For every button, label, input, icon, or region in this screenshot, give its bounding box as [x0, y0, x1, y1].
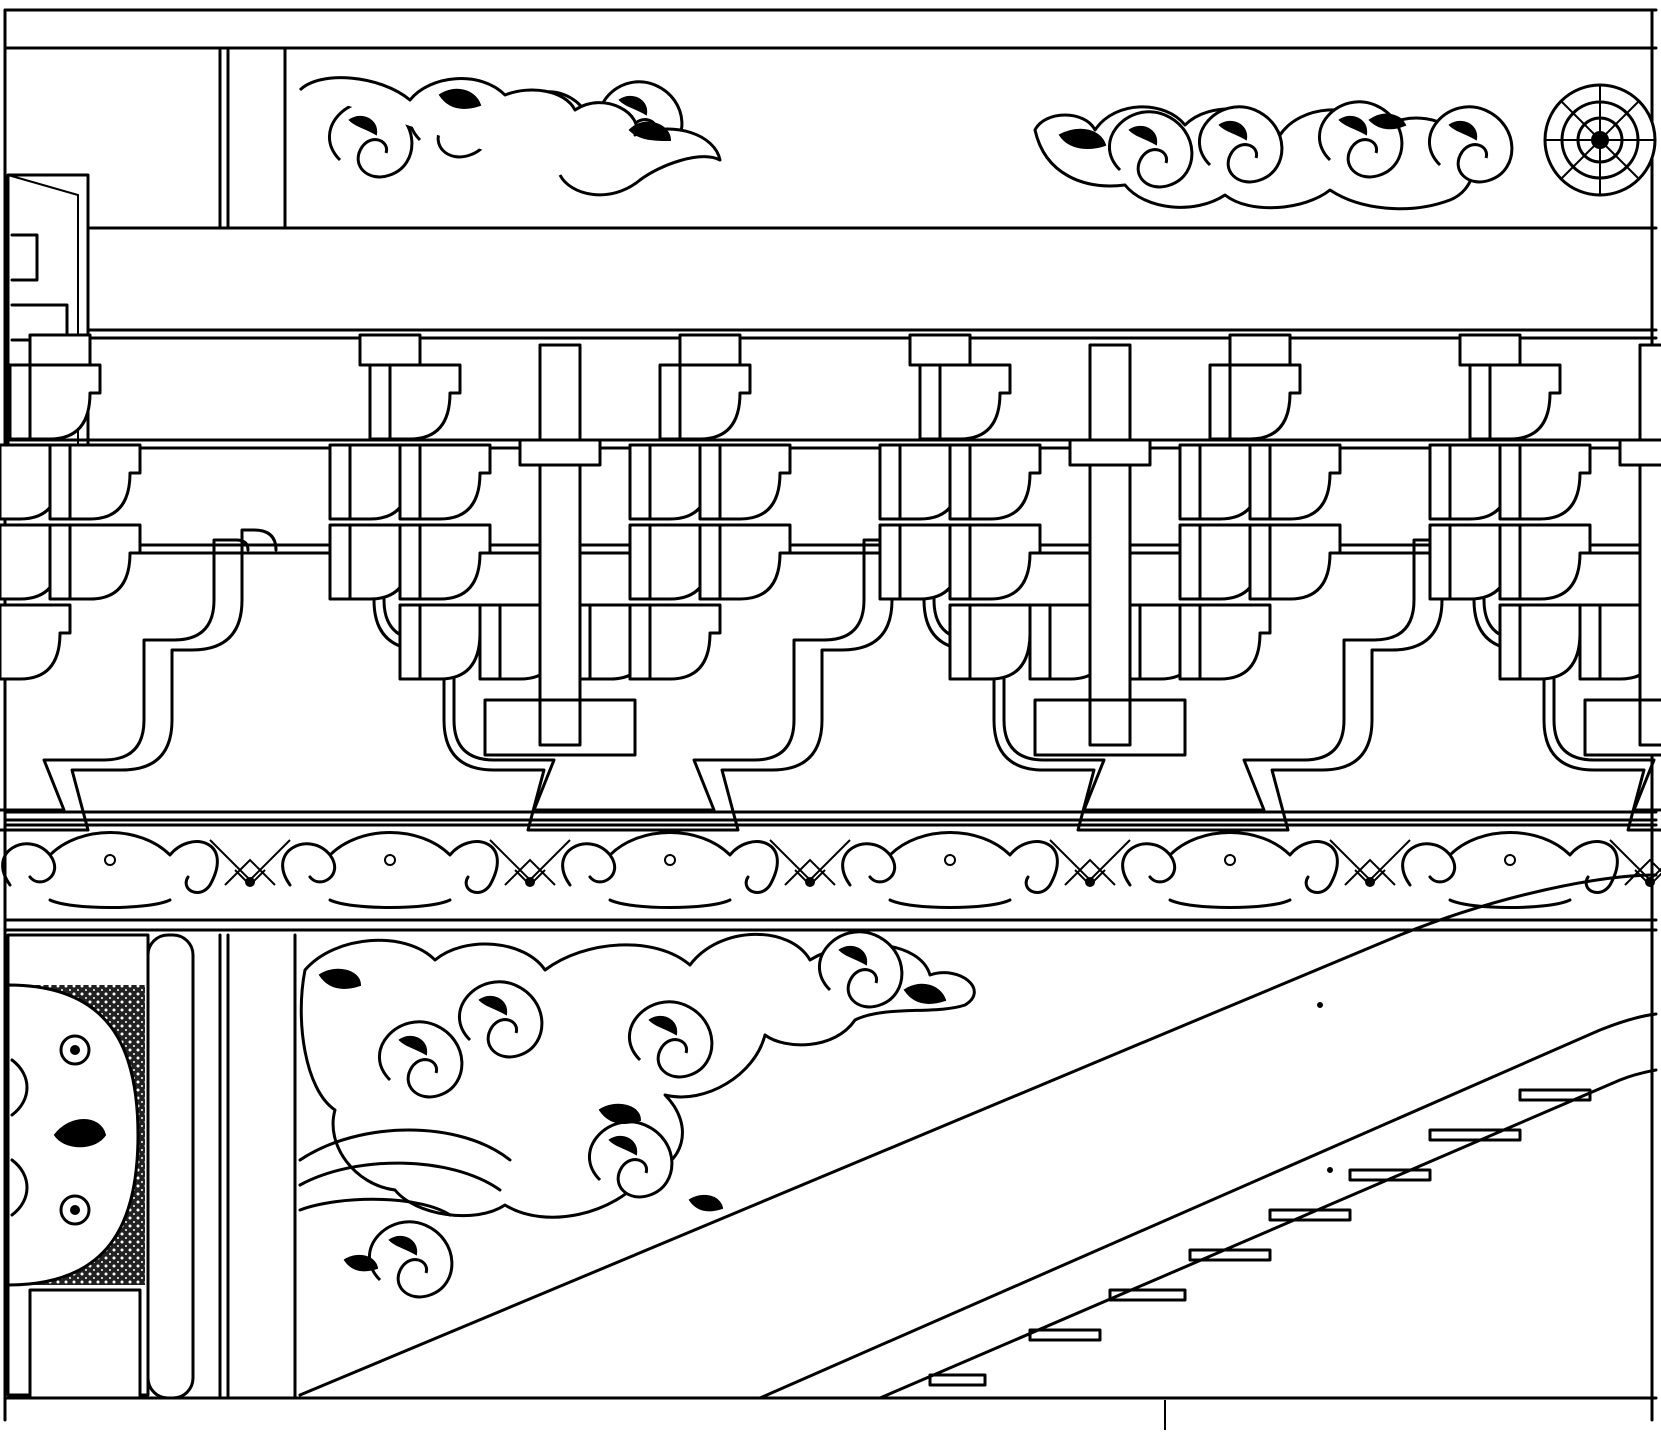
lower-frieze [1, 823, 1661, 932]
lower-left-panel [6, 933, 297, 1400]
mask-face-medallion [10, 1034, 107, 1226]
bracket-set-left-partial [0, 335, 276, 830]
upper-left-cloud-scroll [298, 76, 722, 197]
bracket-set [880, 335, 1476, 830]
upper-right-cloud-scroll [1033, 83, 1657, 211]
lower-cloud-scroll-panel [298, 930, 976, 1299]
rosette-icon [1543, 83, 1657, 197]
stair-steps [928, 1088, 1592, 1387]
bracket-band [0, 328, 1661, 830]
bracket-set [330, 335, 926, 830]
outer-frame [3, 8, 1658, 1430]
stair-ramp [298, 873, 1658, 1400]
bracket-set-right-partial [1430, 335, 1661, 830]
upper-frieze [3, 46, 1658, 230]
